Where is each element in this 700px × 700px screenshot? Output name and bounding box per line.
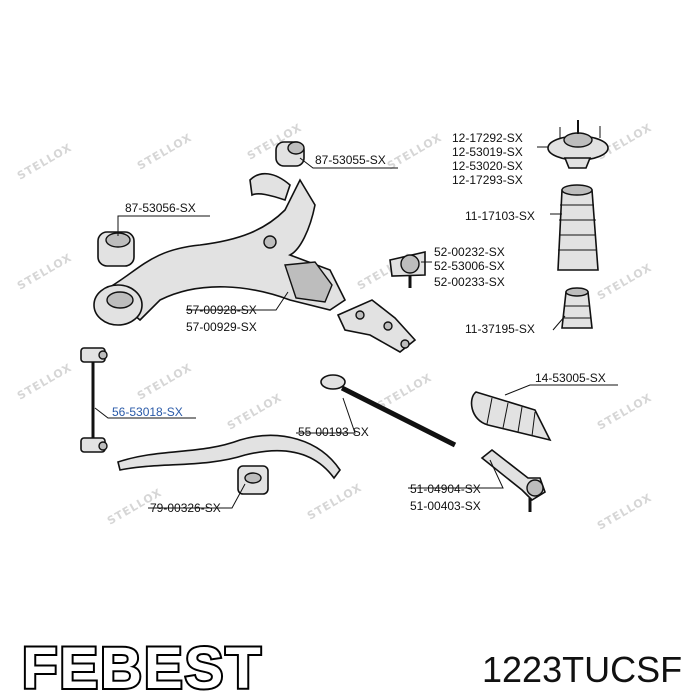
label-56-53018: 56-53018-SX (112, 405, 183, 419)
label-55-00193: 55-00193-SX (298, 425, 369, 439)
watermark: STELLOX (135, 131, 194, 173)
label-12-53020: 12-53020-SX (452, 159, 523, 173)
watermark: STELLOX (595, 491, 654, 533)
label-11-17103: 11-17103-SX (465, 209, 535, 223)
label-79-00326: 79-00326-SX (150, 501, 221, 515)
bushing-87-53055 (275, 141, 305, 167)
watermark: STELLOX (15, 251, 74, 293)
label-51-04904: 51-04904-SX (410, 482, 481, 496)
label-87-53056: 87-53056-SX (125, 201, 196, 215)
bushing-87-53056 (97, 231, 135, 267)
stabilizer-link (80, 347, 108, 453)
label-51-00403: 51-00403-SX (410, 499, 481, 513)
ball-joint (389, 250, 426, 288)
shock-dust-boot (557, 184, 599, 271)
watermark: STELLOX (595, 261, 654, 303)
watermark: STELLOX (15, 141, 74, 183)
steering-rack-boot (470, 391, 552, 442)
label-12-17292: 12-17292-SX (452, 131, 523, 145)
label-14-53005: 14-53005-SX (535, 371, 606, 385)
tie-rod-end (480, 448, 546, 512)
arm-rear-bushing (93, 284, 143, 326)
label-57-00928: 57-00928-SX (186, 303, 257, 317)
arm-plate (336, 299, 417, 353)
watermark: STELLOX (375, 371, 434, 413)
footer: FEBEST 1223TUCSF (20, 634, 682, 700)
part-code: 1223TUCSF (482, 649, 682, 690)
watermark: STELLOX (305, 481, 364, 523)
watermark: STELLOX (225, 391, 284, 433)
inner-tie-rod (320, 374, 457, 448)
watermark: STELLOX (595, 391, 654, 433)
brand-logo: FEBEST (22, 636, 263, 700)
label-87-53055: 87-53055-SX (315, 153, 386, 167)
label-57-00929: 57-00929-SX (186, 320, 257, 334)
label-52-53006: 52-53006-SX (434, 259, 505, 273)
lower-control-arm (103, 172, 347, 322)
leader-lines (94, 146, 618, 509)
part-number-labels: 87-53055-SX 87-53056-SX 12-17292-SX 12-5… (112, 131, 606, 515)
stabilizer-bar (117, 434, 341, 495)
label-12-17293: 12-17293-SX (452, 173, 523, 187)
watermark: STELLOX (135, 361, 194, 403)
watermark: STELLOX (15, 361, 74, 403)
label-12-53019: 12-53019-SX (452, 145, 523, 159)
strut-top-mount (547, 120, 609, 169)
label-52-00233: 52-00233-SX (434, 275, 505, 289)
label-11-37195: 11-37195-SX (465, 322, 535, 336)
label-52-00232: 52-00232-SX (434, 245, 505, 259)
bump-stop (561, 287, 593, 329)
watermark: STELLOX (385, 131, 444, 173)
